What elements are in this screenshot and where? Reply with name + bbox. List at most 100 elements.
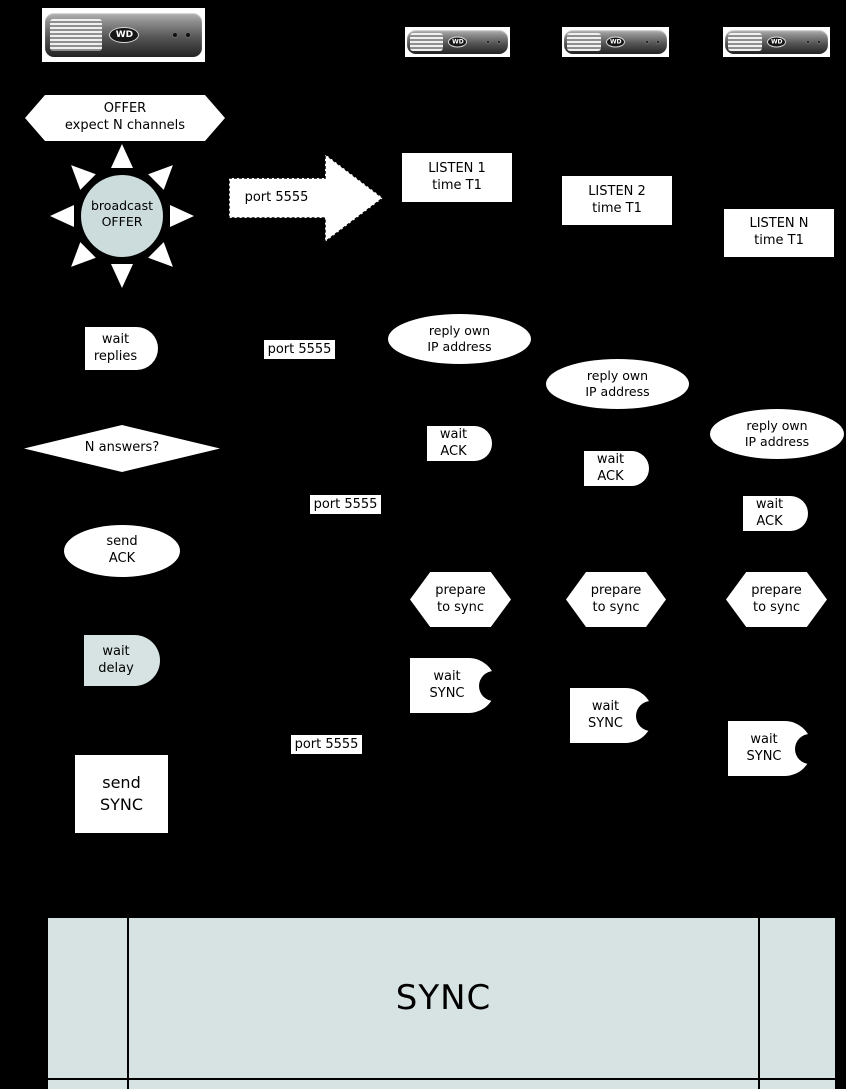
device-vents	[567, 33, 602, 51]
wait-sync-2-line2: SYNC	[588, 715, 623, 731]
timeline-baseline	[48, 1078, 835, 1080]
wait-delay-shape: wait delay	[84, 635, 160, 686]
listen-2-line1: LISTEN 2	[588, 183, 646, 199]
prepare-sync-hex-3: prepare to sync	[726, 572, 827, 627]
prepare-1-line2: to sync	[436, 599, 485, 615]
wait-ack-shape-2: wait ACK	[584, 451, 649, 486]
wait-delay-line1: wait	[102, 643, 130, 659]
n-answers-label: N answers?	[84, 440, 160, 456]
device-vents	[49, 19, 102, 51]
listen-1-line2: time T1	[432, 177, 482, 193]
prepare-3-line1: prepare	[751, 582, 802, 598]
wait-replies-line1: wait	[101, 331, 130, 347]
listen-2-line2: time T1	[592, 200, 642, 216]
wait-sync-1-line1: wait	[433, 668, 461, 684]
wait-ack-2-line1: wait	[596, 451, 625, 467]
client-device-1-image: WD	[405, 27, 510, 57]
send-ack-line1: send	[106, 534, 138, 550]
wait-sync-1-line2: SYNC	[429, 685, 465, 701]
reply-ip-1-line2: IP address	[427, 339, 492, 354]
wait-sync-3-line2: SYNC	[746, 748, 782, 764]
client-device-3-image: WD	[723, 27, 830, 57]
server-device-image: WD	[42, 8, 205, 62]
wait-ack-shape-1: wait ACK	[427, 426, 492, 461]
wait-sync-shape-3: wait SYNC	[728, 721, 825, 776]
wait-sync-2-line1: wait	[591, 698, 620, 714]
prepare-2-line2: to sync	[592, 599, 640, 615]
wait-delay-line2: delay	[98, 660, 134, 676]
device-vents	[728, 33, 763, 51]
timeline-divider-right	[758, 918, 760, 1089]
wait-replies-shape: wait replies	[85, 327, 158, 370]
timeline-divider-left	[127, 918, 129, 1089]
device-lights	[485, 40, 501, 44]
device-chassis: WD	[45, 13, 202, 57]
device-chassis: WD	[725, 30, 828, 54]
notch-decoration	[479, 670, 509, 701]
sync-label: SYNC	[395, 978, 492, 1018]
wd-logo: WD	[448, 36, 468, 48]
listen-n-box: LISTEN N time T1	[724, 209, 834, 257]
wait-sync-shape-1: wait SYNC	[410, 658, 509, 713]
device-lights	[171, 32, 191, 38]
reply-ip-2-line2: IP address	[585, 384, 650, 399]
send-ack-ellipse: send ACK	[64, 525, 180, 577]
sync-timeline-bar: SYNC	[48, 918, 835, 1089]
send-sync-box: send SYNC	[75, 755, 168, 833]
port-5555-label-reply: port 5555	[264, 340, 335, 359]
wd-logo: WD	[606, 36, 626, 48]
device-lights	[644, 40, 660, 44]
device-lights	[805, 40, 821, 44]
prepare-2-line1: prepare	[590, 582, 642, 598]
wd-logo: WD	[767, 36, 787, 48]
wait-ack-shape-3: wait ACK	[743, 496, 808, 531]
reply-ip-ellipse-1: reply own IP address	[388, 314, 531, 364]
reply-ip-3-line2: IP address	[744, 434, 810, 449]
wait-ack-1-line1: wait	[439, 426, 468, 442]
wait-ack-3-line1: wait	[755, 496, 784, 512]
broadcast-line2: OFFER	[101, 214, 143, 230]
broadcast-line1: broadcast	[91, 198, 153, 213]
send-sync-line2: SYNC	[99, 795, 144, 814]
device-chassis: WD	[564, 30, 667, 54]
listen-n-line2: time T1	[754, 233, 804, 248]
prepare-sync-hex-2: prepare to sync	[566, 572, 666, 627]
wait-replies-line2: replies	[93, 348, 138, 364]
wait-ack-1-line2: ACK	[440, 443, 467, 459]
reply-ip-ellipse-2: reply own IP address	[546, 359, 689, 409]
offer-line2: expect N channels	[64, 118, 186, 133]
wait-ack-3-line2: ACK	[756, 513, 783, 529]
n-answers-diamond: N answers?	[24, 425, 220, 472]
port-5555-arrow-label: port 5555	[244, 190, 309, 205]
client-device-2-image: WD	[562, 27, 669, 57]
right-arrow-icon	[228, 152, 385, 244]
listen-2-box: LISTEN 2 time T1	[562, 176, 672, 225]
send-sync-line1: send	[102, 773, 141, 793]
prepare-sync-hex-1: prepare to sync	[410, 572, 511, 627]
broadcast-arrow: port 5555	[228, 150, 386, 246]
device-chassis: WD	[407, 30, 508, 54]
port-5555-label-ack: port 5555	[310, 495, 381, 514]
listen-1-box: LISTEN 1 time T1	[402, 153, 512, 202]
reply-ip-ellipse-3: reply own IP address	[710, 409, 844, 459]
wait-sync-3-line1: wait	[750, 731, 778, 747]
offer-line1: OFFER	[103, 101, 147, 117]
prepare-3-line2: to sync	[752, 599, 801, 615]
listen-1-line1: LISTEN 1	[428, 160, 486, 176]
port-5555-label-sync: port 5555	[291, 735, 362, 754]
wd-logo: WD	[109, 27, 140, 43]
reply-ip-1-line1: reply own	[428, 322, 491, 338]
reply-ip-3-line1: reply own	[746, 417, 808, 433]
wait-ack-2-line2: ACK	[597, 468, 624, 484]
sun-burst-icon	[50, 144, 194, 288]
reply-ip-2-line1: reply own	[586, 367, 649, 383]
send-ack-line2: ACK	[108, 551, 136, 566]
prepare-1-line1: prepare	[435, 582, 486, 598]
notch-decoration	[636, 700, 666, 731]
broadcast-offer-node: broadcast OFFER	[47, 138, 197, 294]
listen-n-line1: LISTEN N	[749, 216, 809, 232]
offer-shape: OFFER expect N channels	[25, 95, 225, 141]
broadcast-offer-label: broadcast OFFER	[47, 198, 197, 231]
device-vents	[410, 33, 444, 51]
